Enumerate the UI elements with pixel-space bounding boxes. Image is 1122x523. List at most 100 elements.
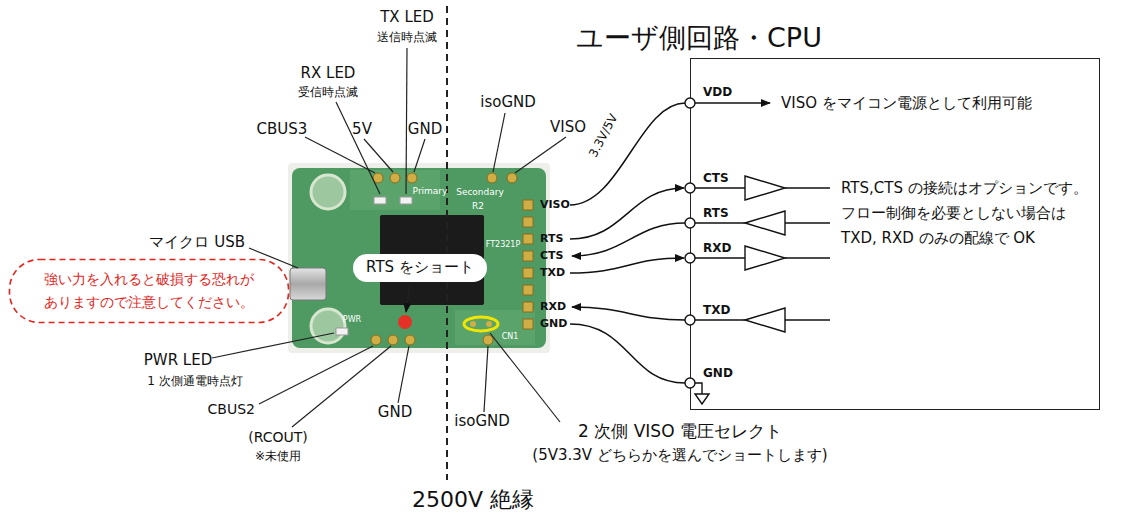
pin-label: VISO (540, 199, 570, 212)
buffer-symbol (785, 319, 830, 320)
leader-line (406, 48, 407, 194)
ground-symbol (695, 394, 709, 404)
led-label: PWR LED (144, 352, 212, 369)
pad-label: CBUS3 (257, 121, 308, 138)
silkscreen-text: Secondary (456, 187, 504, 197)
pin-header (523, 251, 533, 261)
silkscreen-text: PWR (343, 315, 361, 324)
pcb-board (288, 163, 550, 353)
pcb-board (400, 197, 412, 204)
pin-circle (685, 98, 695, 388)
silkscreen-text: Primary (413, 186, 448, 196)
pin-name: VDD (703, 86, 732, 100)
pin-name: RXD (703, 242, 731, 256)
pin-name: CTS (703, 172, 729, 186)
signal-wire (570, 258, 684, 273)
selector-note: (5V3.3V どちらかを選んでショートします) (532, 447, 827, 464)
pin-header (523, 302, 533, 312)
pin-circle (685, 378, 695, 388)
leader-line (364, 139, 393, 172)
led-label: TX LED (380, 9, 434, 26)
cpu-title: ユーザ側回路・CPU (576, 22, 822, 53)
pad-label: GND (378, 404, 412, 421)
pin-label: RTS (540, 233, 563, 246)
pcb-board (374, 197, 386, 204)
buffer-symbol (785, 187, 830, 188)
pin-name: RTS (703, 207, 729, 221)
pin-header (523, 200, 533, 329)
instruction-pill: RTS をショート (353, 254, 487, 282)
warning-text: 強い力を入れると破損する恐れが (44, 271, 254, 287)
signal-wire (572, 223, 685, 256)
buffer-symbol (785, 257, 830, 258)
buffer-symbol (695, 187, 745, 188)
pin-circle (685, 218, 695, 228)
pad-label: (RCOUT) (248, 429, 308, 445)
pcb-board (292, 168, 546, 348)
pin-name: GND (703, 367, 733, 381)
board-pads (405, 335, 415, 345)
buffer-symbol (695, 222, 745, 223)
ground-symbol (695, 383, 702, 394)
warning-text: ありますので注意してください。 (44, 294, 254, 310)
leader-line (414, 139, 425, 172)
buffer-symbol (745, 246, 785, 270)
warning-callout: 強い力を入れると破損する恐れがありますので注意してください。 (8, 258, 290, 324)
voltage-jumper (486, 321, 492, 327)
pin-header (523, 234, 533, 244)
buffer-symbol (695, 102, 770, 103)
pad-label: isoGND (454, 413, 510, 430)
leader-line (406, 284, 410, 312)
silkscreen-text: R2 (472, 201, 484, 211)
pin-header (523, 285, 533, 295)
pin-header (523, 200, 533, 210)
voltage-label: 3.3V/5V (586, 110, 622, 162)
buffer-symbol (695, 103, 830, 332)
pin-circle (685, 253, 695, 263)
board-pads (407, 173, 417, 183)
isolation-label: 2500V 絶縁 (412, 487, 534, 512)
leader-line (212, 333, 334, 358)
callout-outline-shape (10, 260, 289, 323)
selector-label: 2 次側 VISO 電圧セレクト (578, 422, 782, 442)
cpu-box: ユーザ側回路・CPUVDDCTSRTSRXDTXDGNDVISO をマイコン電源… (690, 58, 1100, 410)
board-pads (487, 173, 497, 183)
signal-wire (570, 103, 685, 383)
pin-circle (685, 183, 695, 193)
led-label: RX LED (301, 65, 356, 82)
led-note: 受信時点滅 (298, 86, 358, 100)
leader-line (292, 346, 391, 427)
pad-label: VISO (550, 119, 586, 136)
pad-label: GND (408, 121, 442, 138)
board-pads (388, 335, 398, 345)
voltage-jumper (464, 317, 498, 331)
flow-note: フロー制御を必要としない場合は (841, 205, 1066, 222)
pcb-board (336, 328, 348, 335)
pin-header (523, 217, 533, 227)
pcb-board (311, 175, 345, 209)
led-note: 1 次側通電時点灯 (147, 375, 242, 389)
leader-line (398, 346, 409, 403)
board-pads (390, 173, 400, 183)
voltage-jumper (470, 321, 476, 327)
signal-wire (570, 324, 685, 383)
instruction-text: RTS をショート (366, 259, 474, 276)
signal-wire (570, 188, 684, 239)
buffer-symbol (695, 319, 745, 320)
power-note: VISO をマイコン電源として利用可能 (781, 95, 1032, 112)
pin-label: RXD (540, 301, 566, 314)
buffer-symbol (785, 222, 830, 223)
board-pads (371, 335, 381, 345)
pad-label: isoGND (480, 94, 536, 111)
pin-circle (685, 98, 695, 108)
rts-short-point (398, 315, 412, 329)
leader-line (515, 137, 566, 173)
board-pads (507, 173, 517, 183)
silkscreen-text: CN1 (502, 332, 519, 341)
board-pads (483, 335, 493, 345)
buffer-symbol (695, 257, 745, 258)
pad-label: 5V (352, 121, 372, 138)
voltage-jumper (464, 317, 498, 331)
signal-wire (572, 307, 685, 320)
